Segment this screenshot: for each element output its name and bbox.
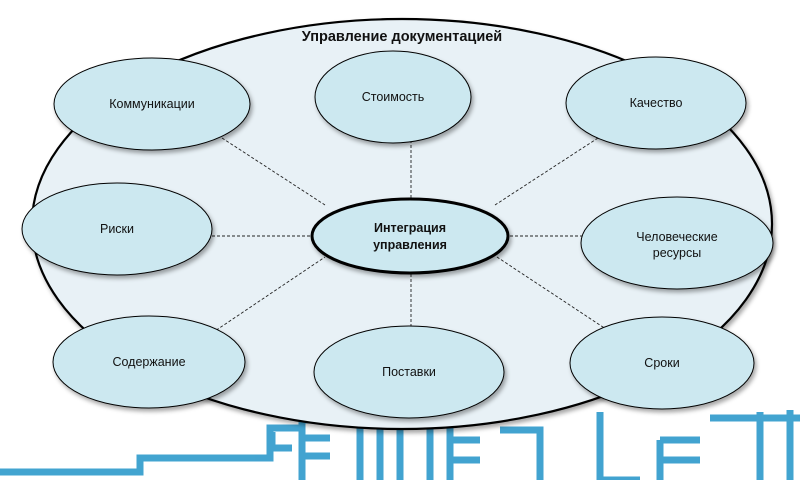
node-communications: Коммуникации: [53, 57, 251, 151]
connector-schedule: [496, 256, 613, 334]
diagram-title: Управление документацией: [302, 29, 502, 45]
center-label-line1: Интеграция: [374, 221, 446, 235]
node-quality-label: Качество: [630, 96, 683, 110]
node-hr-label-line1: Человеческие: [636, 230, 717, 244]
node-cost-label: Стоимость: [362, 90, 425, 104]
node-schedule: Сроки: [569, 316, 755, 410]
node-content: Содержание: [52, 315, 246, 409]
node-center-integration: Интеграция управления: [310, 197, 510, 275]
node-content-label: Содержание: [112, 355, 185, 369]
node-procurement-label: Поставки: [382, 365, 436, 379]
node-cost: Стоимость: [314, 50, 472, 144]
node-procurement: Поставки: [313, 325, 505, 419]
node-risks: Риски: [21, 182, 213, 276]
node-human-resources: Человеческие ресурсы: [580, 196, 774, 290]
connector-content: [211, 256, 326, 334]
node-hr-label-line2: ресурсы: [653, 246, 701, 260]
connector-communications: [221, 137, 326, 206]
connector-quality: [494, 137, 599, 206]
node-communications-label: Коммуникации: [109, 97, 195, 111]
node-quality: Качество: [565, 56, 747, 150]
node-schedule-label: Сроки: [644, 356, 679, 370]
center-label-line2: управления: [373, 238, 447, 252]
connector-lines: [211, 137, 613, 337]
node-risks-label: Риски: [100, 222, 134, 236]
